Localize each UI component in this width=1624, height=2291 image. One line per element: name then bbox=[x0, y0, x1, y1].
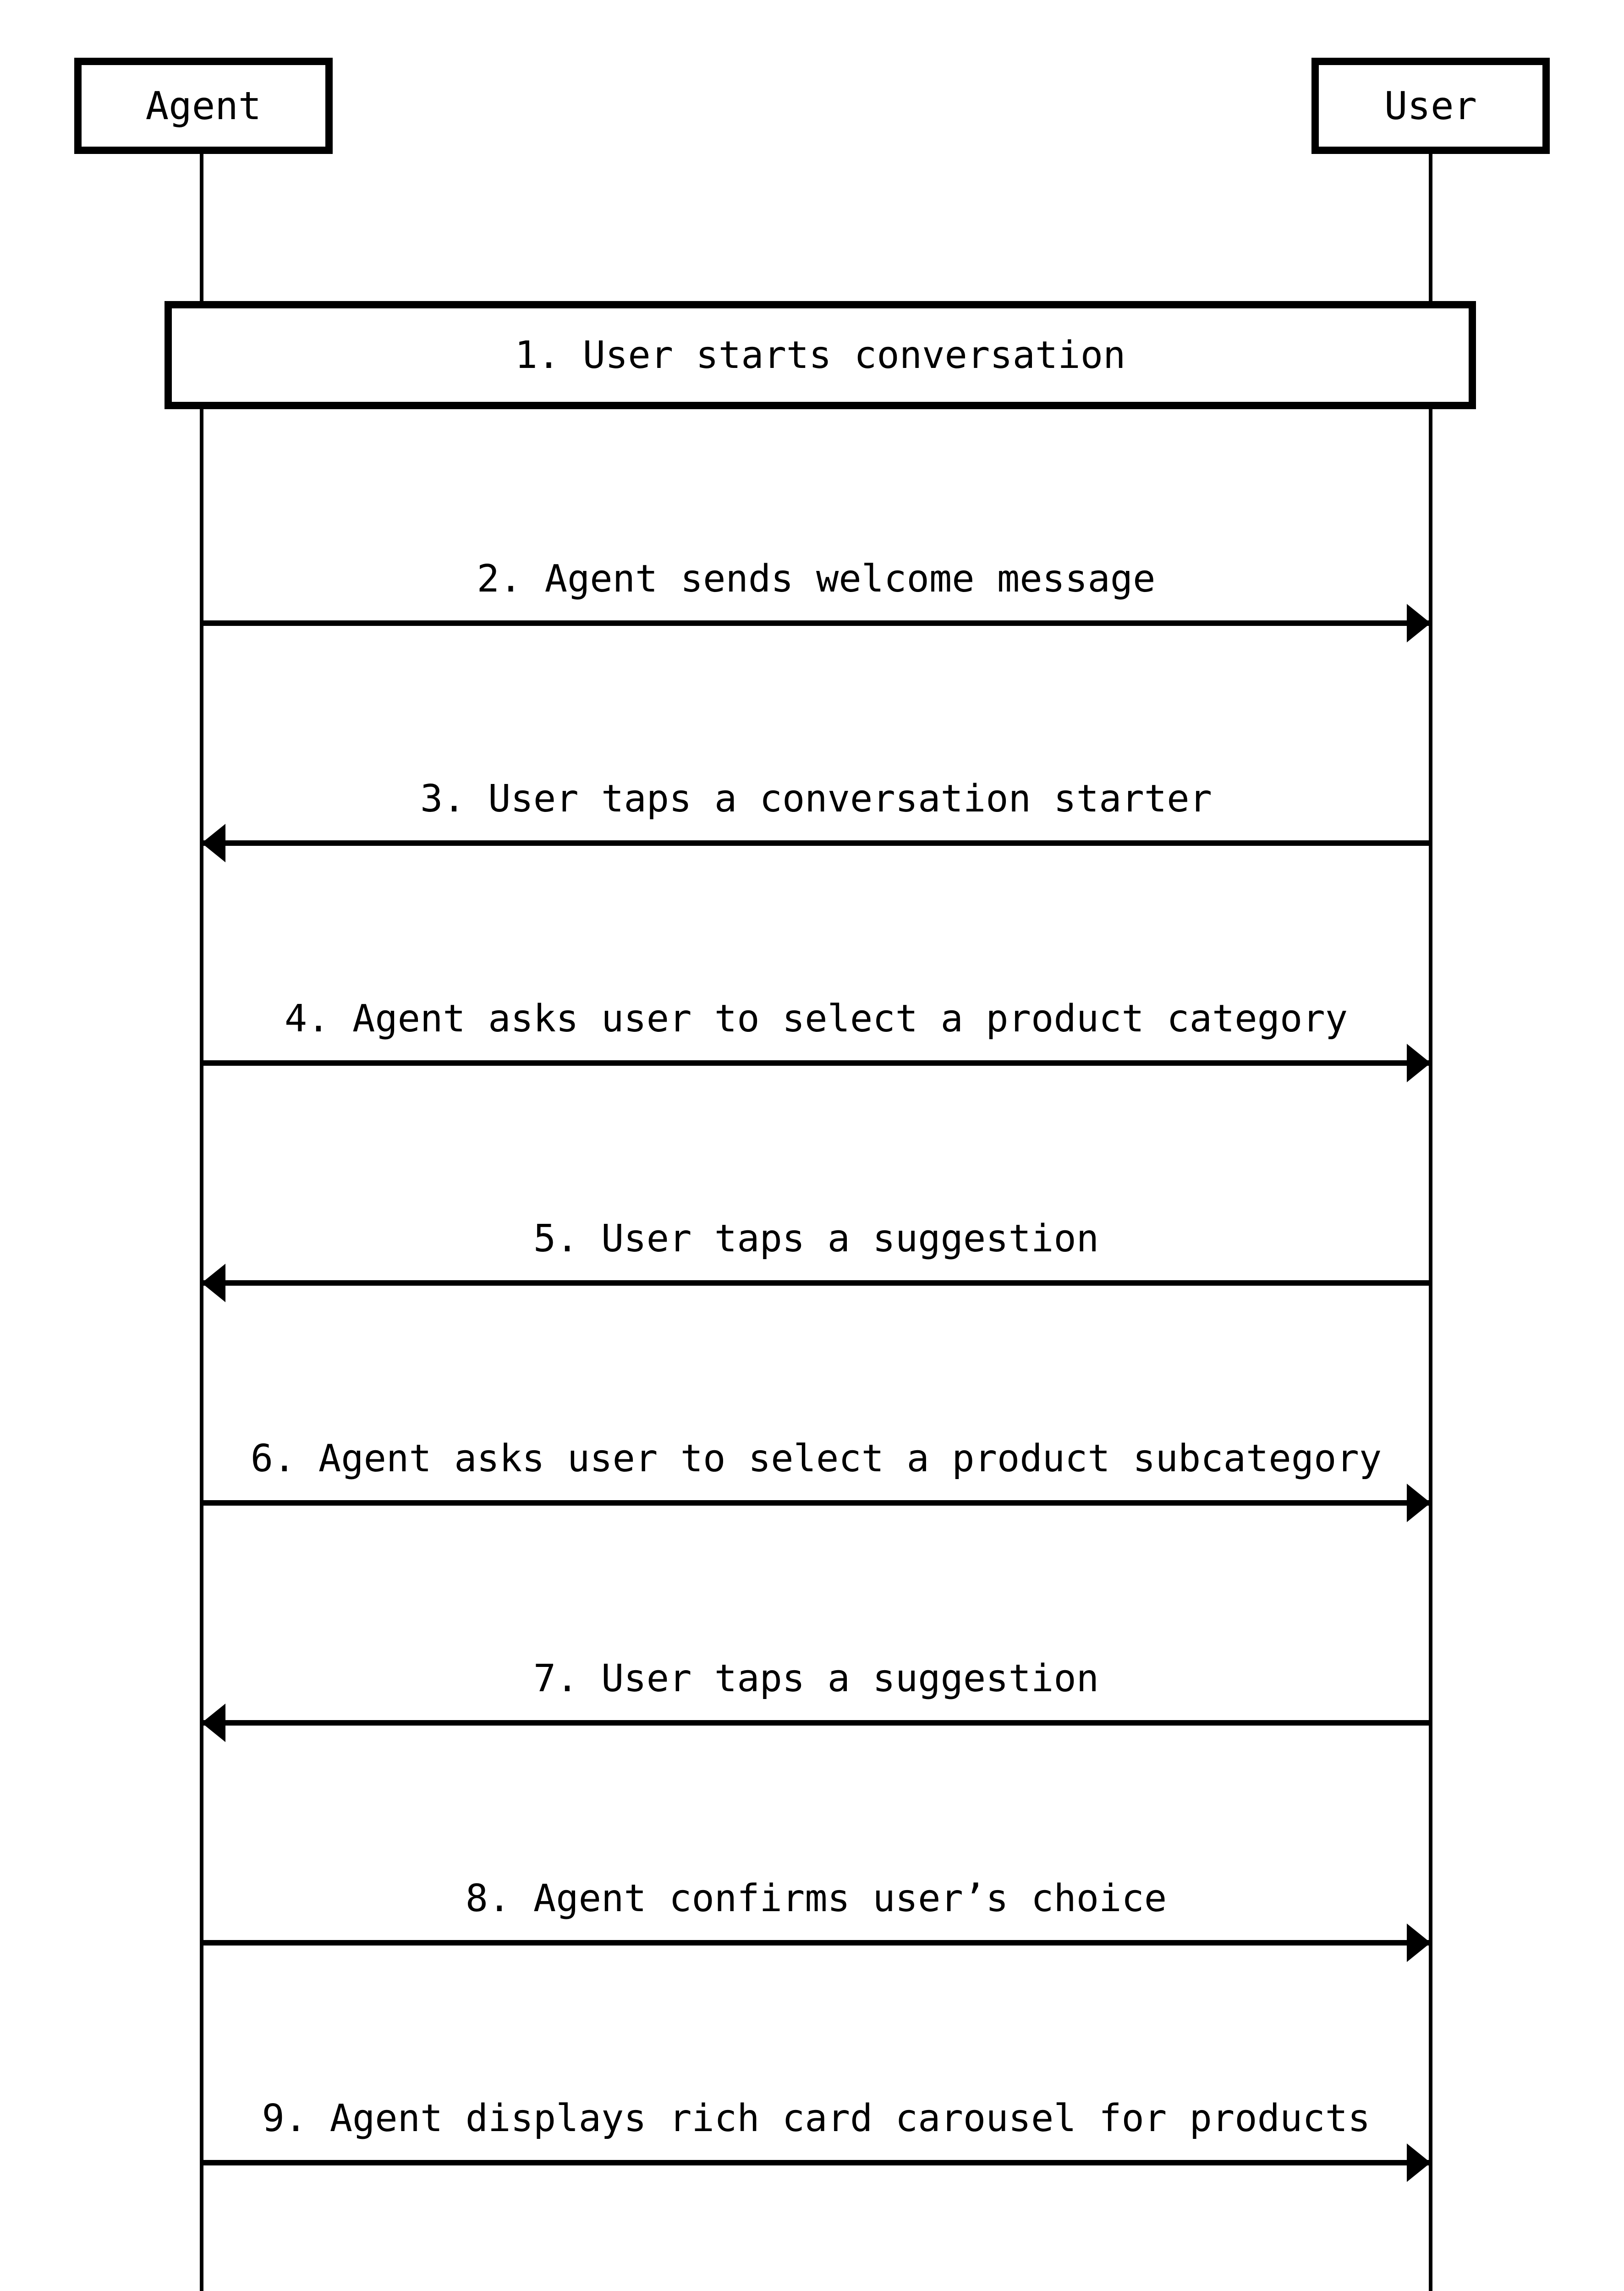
message-label: 4. Agent asks user to select a product c… bbox=[284, 997, 1348, 1041]
banner-label: 1. User starts conversation bbox=[515, 333, 1126, 377]
agent-lifeline bbox=[200, 154, 203, 2291]
arrowhead-right-icon bbox=[1407, 1924, 1431, 1962]
message-arrow bbox=[202, 1060, 1431, 1066]
message-label: 3. User taps a conversation starter bbox=[420, 777, 1212, 821]
arrowhead-left-icon bbox=[202, 1704, 225, 1742]
message-arrow bbox=[202, 2160, 1431, 2165]
banner-note: 1. User starts conversation bbox=[165, 301, 1476, 409]
message-arrow bbox=[202, 1280, 1431, 1286]
message-arrow bbox=[202, 840, 1431, 846]
arrowhead-right-icon bbox=[1407, 1044, 1431, 1082]
actor-box-agent-top: Agent bbox=[74, 58, 333, 154]
message-arrow bbox=[202, 1500, 1431, 1506]
message-arrow bbox=[202, 1720, 1431, 1726]
arrowhead-right-icon bbox=[1407, 1484, 1431, 1522]
arrowhead-left-icon bbox=[202, 824, 225, 862]
message-label: 5. User taps a suggestion bbox=[533, 1217, 1099, 1261]
message-label: 7. User taps a suggestion bbox=[533, 1657, 1099, 1700]
arrowhead-right-icon bbox=[1407, 2143, 1431, 2182]
arrowhead-right-icon bbox=[1407, 604, 1431, 642]
actor-box-user-top: User bbox=[1311, 58, 1550, 154]
arrowhead-left-icon bbox=[202, 1264, 225, 1302]
message-label: 6. Agent asks user to select a product s… bbox=[250, 1437, 1382, 1480]
actor-label-user-top: User bbox=[1384, 83, 1477, 128]
message-label: 2. Agent sends welcome message bbox=[477, 557, 1156, 601]
user-lifeline bbox=[1429, 154, 1432, 2291]
message-arrow bbox=[202, 620, 1431, 626]
message-label: 9. Agent displays rich card carousel for… bbox=[262, 2097, 1371, 2140]
actor-label-agent-top: Agent bbox=[145, 83, 262, 128]
message-arrow bbox=[202, 1940, 1431, 1946]
message-label: 8. Agent confirms user’s choice bbox=[465, 1877, 1167, 1920]
